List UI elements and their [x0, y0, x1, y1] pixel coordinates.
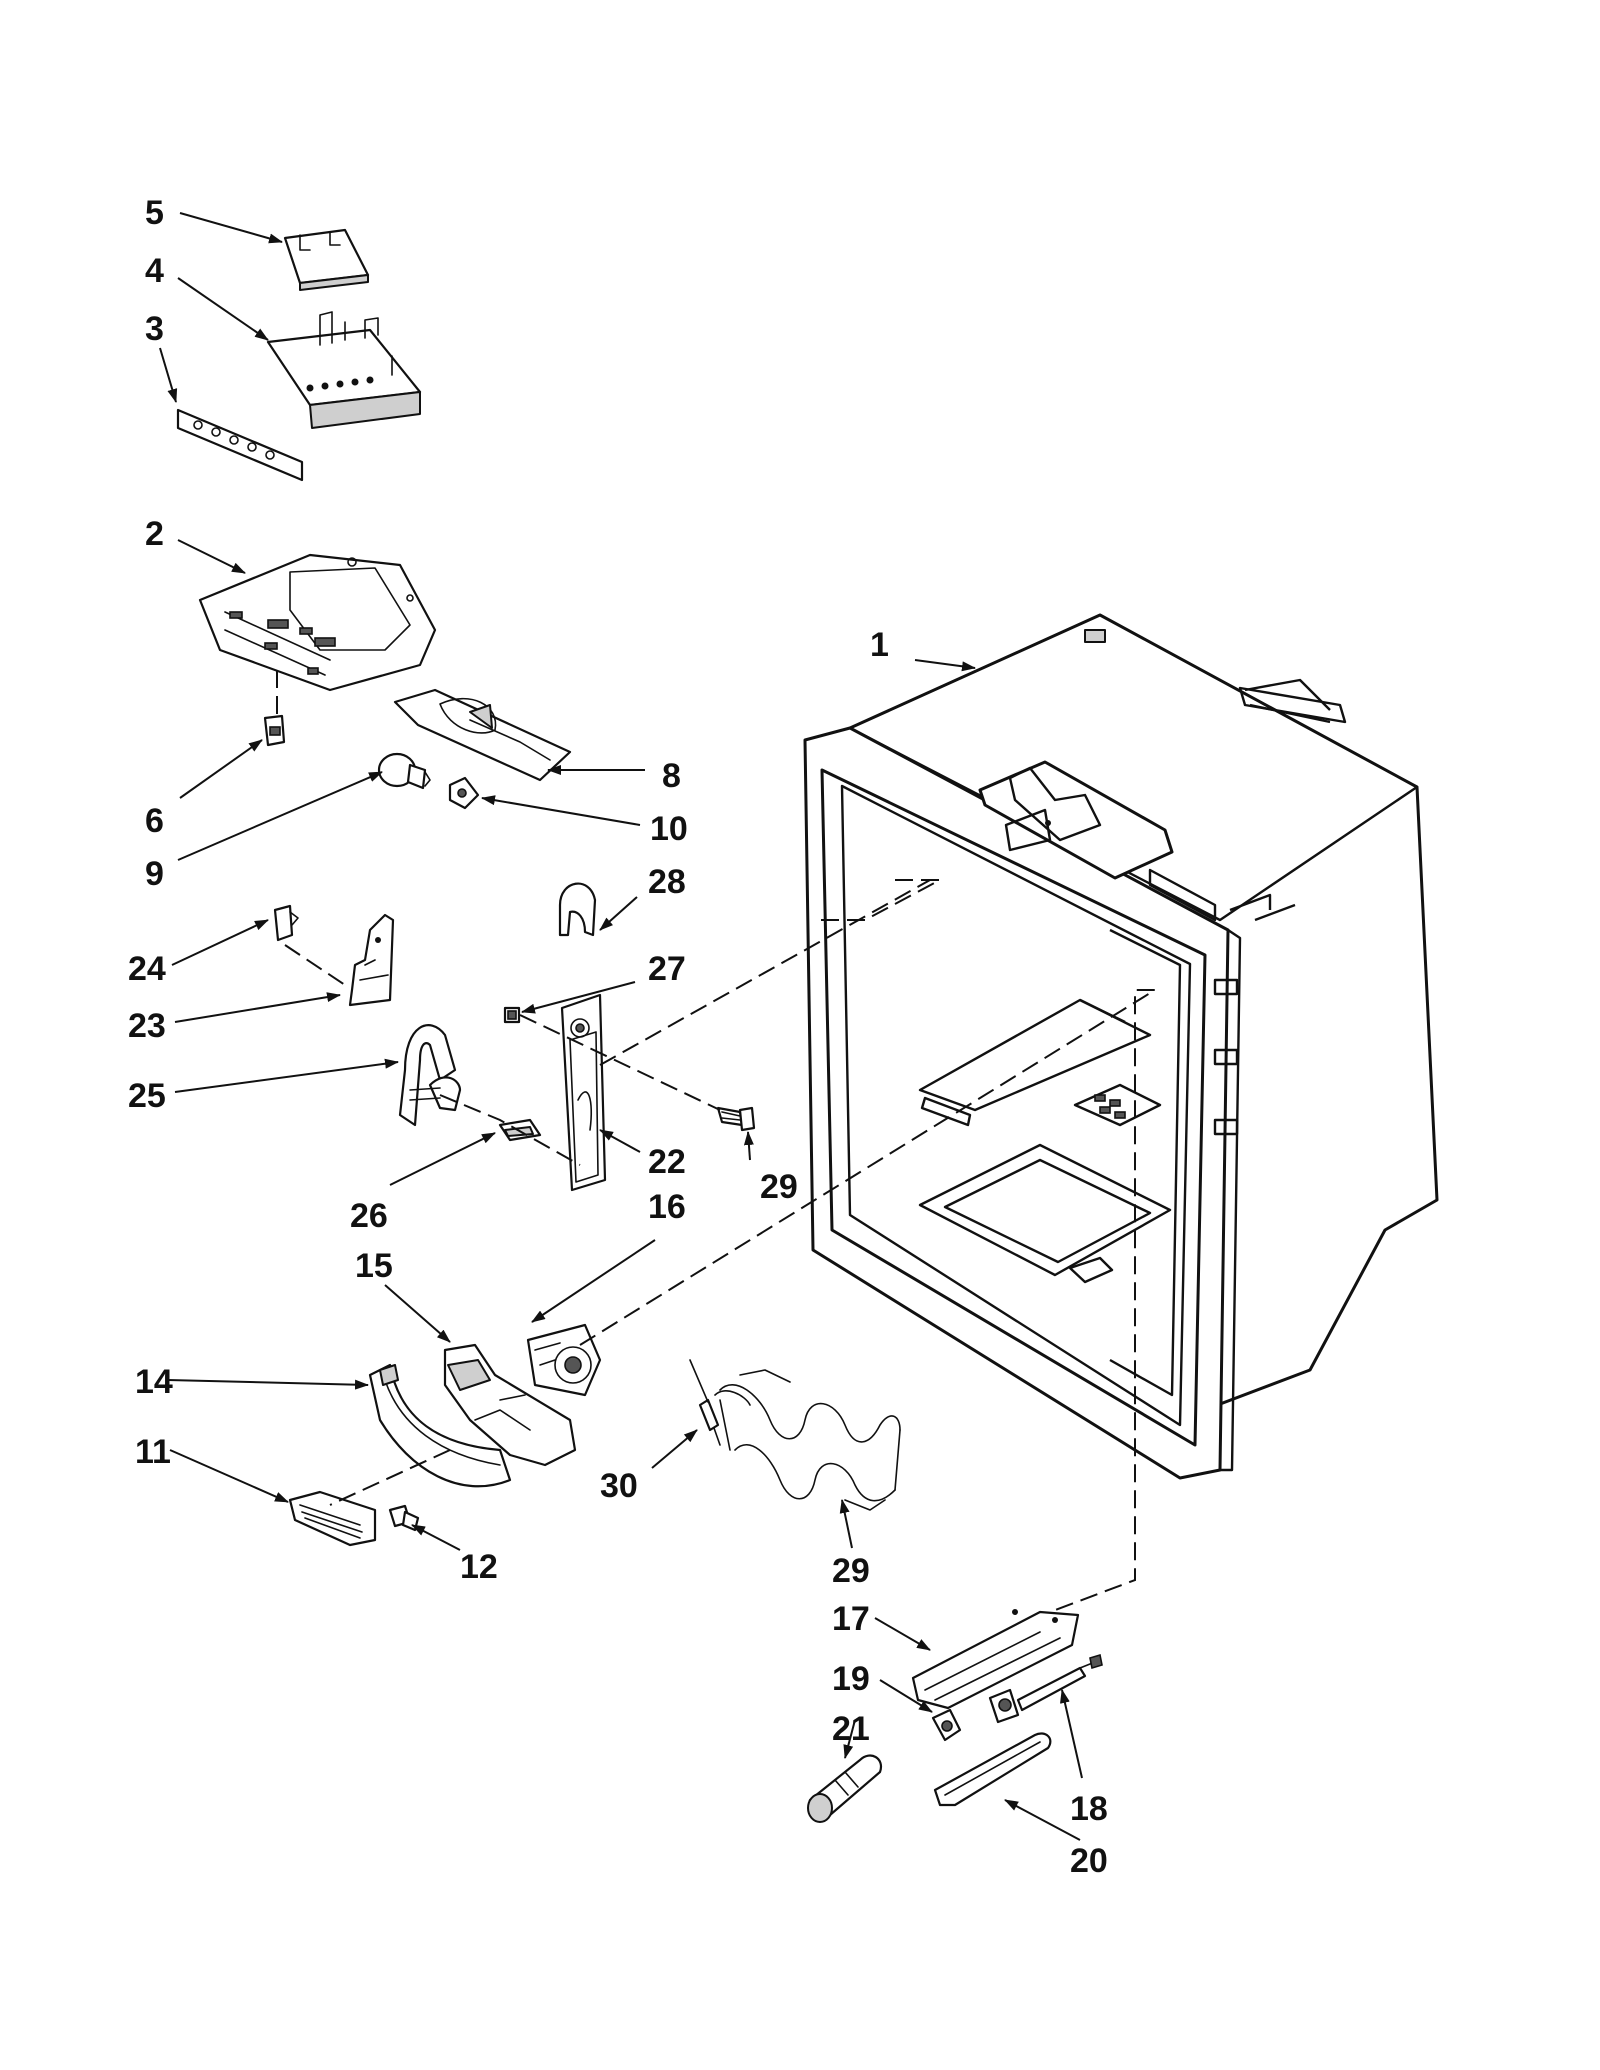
callout-26: 27: [648, 950, 686, 988]
callout-18: 19: [832, 1660, 870, 1698]
callout-21: 22: [648, 1143, 686, 1181]
part-11-grille: [288, 1490, 377, 1547]
part-4-control-housing: [266, 311, 422, 429]
callout-28: 29: [760, 1168, 798, 1206]
part-24-dispenser-tube: [398, 1024, 462, 1127]
part-13-trim: [368, 1363, 512, 1488]
leader-lines: [159, 212, 1083, 1841]
part-23-connector: [273, 904, 299, 942]
callout-5: 5: [145, 194, 164, 232]
part-15-motor: [526, 1323, 602, 1397]
part-1-cabinet-liner: [803, 613, 1439, 1480]
part-28-screw: [716, 1106, 756, 1132]
part-22-bracket: [348, 913, 395, 1007]
callout-24: 25: [128, 1077, 166, 1115]
part-25-clip: [498, 1118, 542, 1142]
part-8-light-cover: [393, 688, 572, 782]
part-6-switch: [263, 714, 286, 747]
callout-8: 8: [662, 757, 681, 795]
cabinet-top-tab-icon: [1084, 629, 1106, 643]
callout-14: 15: [355, 1247, 393, 1285]
callout-20: 21: [832, 1710, 870, 1748]
callout-30: 30: [600, 1467, 638, 1505]
part-18-cap: [931, 1708, 962, 1742]
part-5-bracket: [283, 228, 370, 291]
callout-10: 10: [650, 810, 688, 848]
part-14-paddle: [443, 1343, 577, 1467]
part-30-sensor: [689, 1359, 721, 1446]
part-26-clip: [503, 1006, 521, 1024]
callout-16: 17: [832, 1600, 870, 1638]
part-9-bulb: [377, 752, 431, 790]
callout-12: 12: [460, 1548, 498, 1586]
part-19-filter-cover: [933, 1732, 1052, 1807]
part-21-dispenser-housing: [560, 993, 607, 1192]
callout-9: 9: [145, 855, 164, 893]
callout-23: 24: [128, 950, 166, 988]
callout-17: 18: [1070, 1790, 1108, 1828]
callout-labels: 5 4 3 2 6 9 8 10 1 28 24 23 27 25 22 29 …: [128, 194, 1108, 1880]
part-3-membrane-strip: [176, 408, 304, 482]
callout-22: 23: [128, 1007, 166, 1045]
part-10-socket: [448, 776, 480, 810]
callout-13: 14: [135, 1363, 173, 1401]
part-2-control-cover: [198, 553, 437, 692]
part-20-filter-cartridge: [807, 1754, 883, 1823]
callout-1: 1: [870, 626, 889, 664]
callout-4: 4: [145, 252, 164, 290]
part-29-heater: [714, 1369, 901, 1511]
callout-27: 28: [648, 863, 686, 901]
callout-29: 29: [832, 1552, 870, 1590]
part-27-cover: [558, 882, 597, 937]
part-16-filter-housing: [911, 1609, 1080, 1710]
callout-6: 6: [145, 802, 164, 840]
callout-2: 2: [145, 515, 164, 553]
callout-25: 26: [350, 1197, 388, 1235]
assembly-lines: [276, 670, 1159, 1613]
callout-15: 16: [648, 1188, 686, 1226]
callout-19: 20: [1070, 1842, 1108, 1880]
callout-11: 11: [135, 1433, 171, 1471]
callout-3: 3: [145, 310, 164, 348]
part-17-filter-head: [988, 1653, 1103, 1724]
